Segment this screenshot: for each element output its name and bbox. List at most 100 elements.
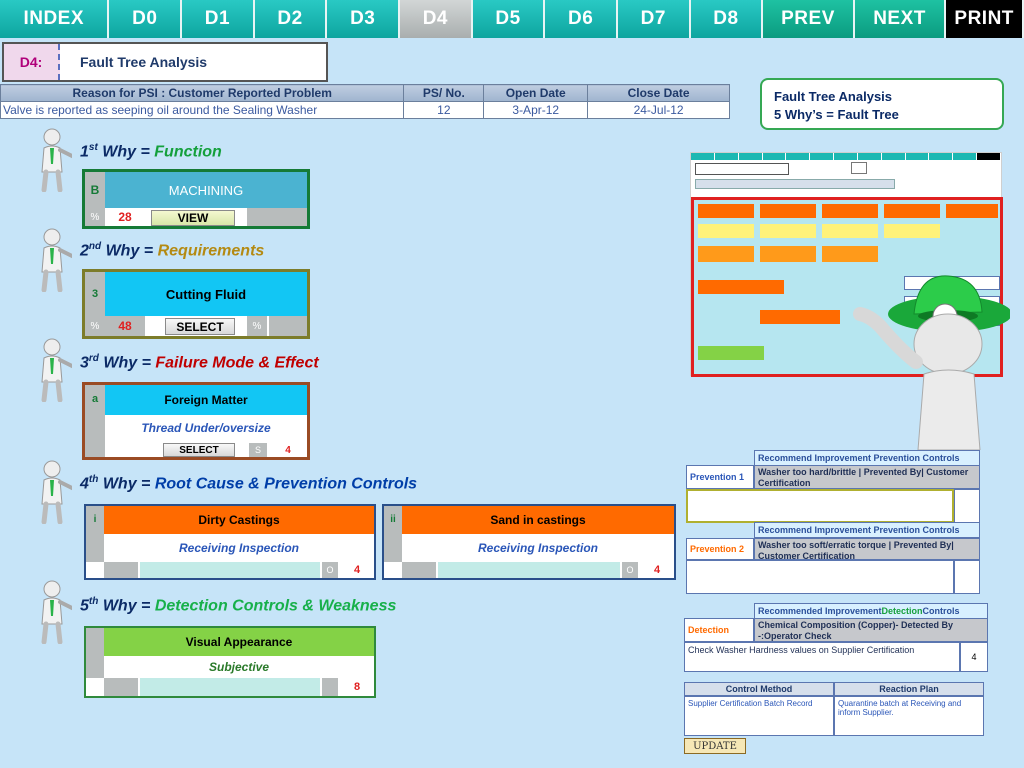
page-title-box: D4: Fault Tree Analysis xyxy=(2,42,328,82)
why-2-pct-2: % xyxy=(247,316,267,336)
discipline-code: D4: xyxy=(4,44,60,80)
nav-d1[interactable]: D1 xyxy=(182,0,255,38)
presenter-figure-icon xyxy=(41,338,72,402)
prevention-2-input[interactable] xyxy=(686,560,954,594)
reaction-plan-header: Reaction Plan xyxy=(834,682,984,696)
why-1-pct: % xyxy=(85,208,105,226)
table-row: Valve is reported as seeping oil around … xyxy=(0,101,730,119)
nav-d6[interactable]: D6 xyxy=(545,0,618,38)
why-4a-blank-1 xyxy=(104,562,138,578)
update-button[interactable]: UPDATE xyxy=(684,738,746,754)
psi-open-date: 3-Apr-12 xyxy=(483,101,589,119)
view-button[interactable]: VIEW xyxy=(151,210,235,226)
why-4b-blank-1 xyxy=(402,562,436,578)
detection-check-text[interactable]: Check Washer Hardness values on Supplier… xyxy=(684,642,960,672)
prevention-2-label: Prevention 2 xyxy=(686,538,754,560)
psi-header-open: Open Date xyxy=(483,84,589,102)
why-3-code: a xyxy=(85,385,105,457)
nav-d7[interactable]: D7 xyxy=(617,0,691,38)
thumb-block xyxy=(760,224,816,238)
nav-print[interactable]: PRINT xyxy=(946,0,1024,38)
detection-text: Chemical Composition (Copper)- Detected … xyxy=(754,618,988,642)
detection-number: 4 xyxy=(960,642,988,672)
fault-tree-callout: Fault Tree Analysis 5 Why’s = Fault Tree xyxy=(760,78,1004,130)
detection-label: Detection xyxy=(684,618,754,642)
why-5-sub: Subjective xyxy=(104,656,374,678)
reaction-plan-cell[interactable]: Quarantine batch at Receiving and inform… xyxy=(834,696,984,736)
page-title: Fault Tree Analysis xyxy=(80,54,208,70)
control-method-cell[interactable]: Supplier Certification Batch Record xyxy=(684,696,834,736)
why-4-heading: 4th Why = Root Cause & Prevention Contro… xyxy=(80,474,418,493)
why-2-blank xyxy=(269,316,307,336)
psi-header-no: PS/ No. xyxy=(403,84,485,102)
why-5-blank-1 xyxy=(104,678,138,696)
callout-line-2: 5 Why’s = Fault Tree xyxy=(774,107,899,122)
thumb-block xyxy=(760,246,816,262)
prevention-1-input[interactable] xyxy=(686,489,954,523)
why-3-s: S xyxy=(249,443,267,457)
presenter-figure-icon xyxy=(41,460,72,524)
why-1-label: MACHINING xyxy=(105,172,307,208)
presenter-figure-icon xyxy=(41,228,72,292)
nav-d0[interactable]: D0 xyxy=(109,0,183,38)
why-4a-number: 4 xyxy=(340,562,374,578)
why-4-card-1: i Dirty Castings Receiving Inspection O … xyxy=(84,504,376,580)
thumb-block xyxy=(822,246,878,262)
psi-reason: Valve is reported as seeping oil around … xyxy=(0,101,405,119)
why-3-heading: 3rd Why = Failure Mode & Effect xyxy=(80,353,319,372)
why-2-heading: 2nd Why = Requirements xyxy=(80,241,265,260)
why-1-number: 28 xyxy=(105,208,145,226)
control-method-header: Control Method xyxy=(684,682,834,696)
psi-no: 12 xyxy=(403,101,485,119)
why-5-code xyxy=(86,628,104,678)
nav-d5[interactable]: D5 xyxy=(472,0,546,38)
nav-d4[interactable]: D4 xyxy=(400,0,473,38)
nav-d2[interactable]: D2 xyxy=(254,0,328,38)
why-4b-sub: Receiving Inspection xyxy=(402,534,674,562)
why-5-heading: 5th Why = Detection Controls & Weakness xyxy=(80,596,397,615)
top-nav: INDEX D0 D1 D2 D3 D4 D5 D6 D7 D8 PREV NE… xyxy=(0,0,1024,38)
why-4b-label: Sand in castings xyxy=(402,506,674,534)
thumb-block xyxy=(698,246,754,262)
select-button[interactable]: SELECT xyxy=(163,443,235,457)
thumb-nav xyxy=(691,153,1001,160)
why-4a-label: Dirty Castings xyxy=(104,506,374,534)
thumb-block xyxy=(760,310,840,324)
thumb-block xyxy=(822,224,878,238)
nav-d3[interactable]: D3 xyxy=(327,0,401,38)
thumb-block xyxy=(822,204,878,218)
why-5-blank-2 xyxy=(140,678,320,696)
why-2-number: 48 xyxy=(105,316,145,336)
thumb-block xyxy=(760,204,816,218)
why-4a-blank-2 xyxy=(140,562,320,578)
why-1-code: B xyxy=(85,172,105,208)
why-3-card: a Foreign Matter Thread Under/oversize S… xyxy=(82,382,310,460)
why-5-number: 8 xyxy=(340,678,374,696)
why-4b-blank-2 xyxy=(438,562,620,578)
why-1-heading: 1st Why = Function xyxy=(80,142,222,161)
psi-header-reason: Reason for PSI : Customer Reported Probl… xyxy=(0,84,405,102)
thumb-block xyxy=(698,346,764,360)
prevention-2-text: Washer too soft/erratic torque | Prevent… xyxy=(754,538,980,561)
why-5-blank-3 xyxy=(322,678,338,696)
prevention-2-score xyxy=(954,560,980,594)
nav-next[interactable]: NEXT xyxy=(854,0,947,38)
why-4b-number: 4 xyxy=(640,562,674,578)
why-3-number: 4 xyxy=(269,443,307,457)
prevention-1-title: Recommend Improvement Prevention Control… xyxy=(754,450,980,466)
thumb-block xyxy=(698,224,754,238)
nav-index[interactable]: INDEX xyxy=(0,0,110,38)
prevention-2-title: Recommend Improvement Prevention Control… xyxy=(754,522,980,538)
detection-title: Recommended Improvement Detection Contro… xyxy=(754,603,988,619)
why-4a-o: O xyxy=(322,562,338,578)
why-4b-o: O xyxy=(622,562,638,578)
select-button[interactable]: SELECT xyxy=(165,318,235,335)
nav-prev[interactable]: PREV xyxy=(763,0,855,38)
prevention-1-label: Prevention 1 xyxy=(686,465,754,489)
thumb-table xyxy=(695,179,895,189)
why-5-card: Visual Appearance Subjective 8 xyxy=(84,626,376,698)
why-4a-sub: Receiving Inspection xyxy=(104,534,374,562)
why-2-card: 3 Cutting Fluid % 48 SELECT % xyxy=(82,269,310,339)
nav-d8[interactable]: D8 xyxy=(690,0,764,38)
why-4b-code: ii xyxy=(384,506,402,562)
